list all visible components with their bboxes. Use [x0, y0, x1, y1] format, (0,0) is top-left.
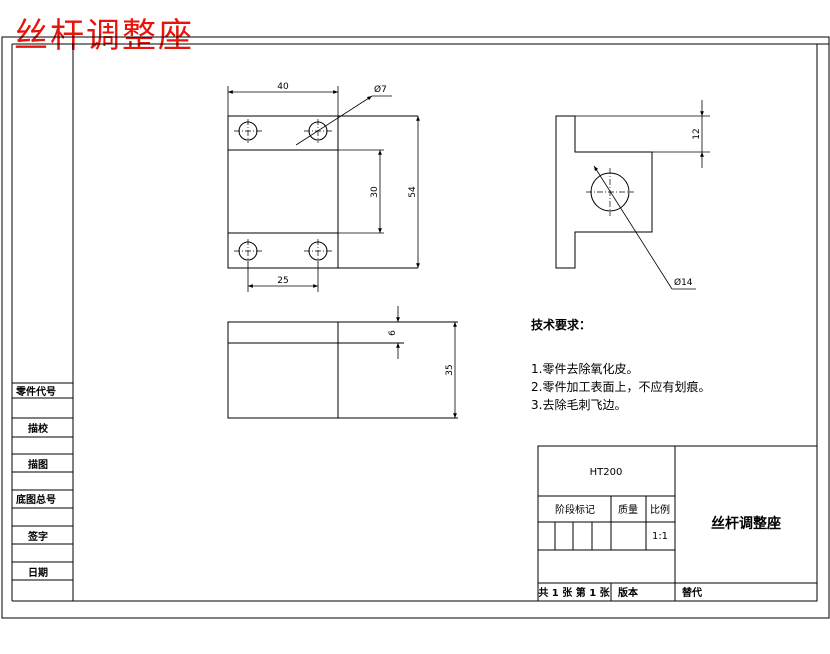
- panel-label-date: 日期: [28, 566, 48, 579]
- title-block: HT200 阶段标记 质量 比例 1:1 丝杆调整座 共 1 张 第 1 张 版…: [537, 445, 818, 602]
- weight-label: 质量: [618, 504, 638, 516]
- front-view: 40 Ø7 30 54 25: [227, 82, 420, 292]
- dim-hole-dia-large: Ø14: [674, 277, 693, 288]
- panel-label-base-drawing-no: 底图总号: [16, 493, 56, 506]
- scale-label: 比例: [650, 503, 670, 516]
- stage-mark-label: 阶段标记: [555, 503, 595, 516]
- panel-label-trace-draw: 描图: [28, 458, 48, 471]
- tech-requirements: 技术要求： 1.零件去除氧化皮。 2.零件加工表面上，不应有划痕。 3.去除毛刺…: [531, 317, 710, 412]
- panel-label-trace-check: 描校: [28, 422, 49, 435]
- dim-hole-dia-small: Ø7: [374, 84, 387, 95]
- dim-height-total: 54: [408, 186, 418, 198]
- left-panel: 零件代号 描校 描图 底图总号 签字 日期: [12, 44, 74, 601]
- dim-bottom-thickness: 6: [388, 330, 398, 336]
- sheet-count: 共 1 张 第 1 张: [538, 586, 610, 599]
- scale-value: 1:1: [652, 531, 668, 542]
- tech-requirement-item: 1.零件去除氧化皮。: [531, 361, 638, 376]
- panel-label-signature: 签字: [27, 530, 48, 543]
- dim-bottom-height: 35: [445, 364, 455, 375]
- bottom-view: 6 35: [227, 306, 458, 419]
- drawing-title: 丝杆调整座: [14, 16, 194, 56]
- material-label: HT200: [590, 467, 623, 478]
- dim-width-top: 40: [277, 82, 289, 92]
- part-name: 丝杆调整座: [711, 515, 781, 532]
- replaces-label: 替代: [682, 586, 702, 599]
- dim-side-top: 12: [692, 128, 702, 139]
- version-label: 版本: [618, 586, 639, 599]
- panel-label-part-code: 零件代号: [15, 385, 56, 398]
- tech-requirement-item: 2.零件加工表面上，不应有划痕。: [531, 379, 710, 394]
- dim-hole-spacing: 25: [277, 276, 288, 286]
- side-view: 12 Ø14: [555, 100, 710, 290]
- dim-height-inner: 30: [370, 186, 380, 198]
- tech-requirements-heading: 技术要求：: [531, 317, 591, 332]
- tech-requirement-item: 3.去除毛刺飞边。: [531, 397, 626, 412]
- sheet-frame: [1, 36, 830, 619]
